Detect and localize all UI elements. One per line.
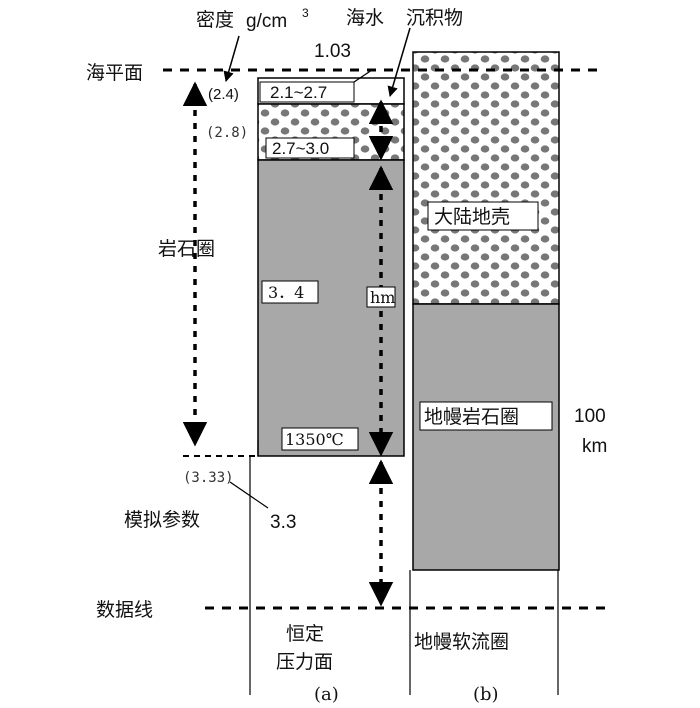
constant-pressure-label-1: 恒定 bbox=[286, 623, 324, 645]
lithosphere-label: 岩石圈 bbox=[158, 238, 215, 260]
sediment-label: 沉积物 bbox=[406, 7, 463, 29]
sim-value-label: 3.3 bbox=[270, 512, 296, 533]
top-density-label: (2.4) bbox=[208, 86, 239, 103]
sim-params-label: 模拟参数 bbox=[124, 509, 200, 531]
density-unit-sup: 3 bbox=[302, 6, 309, 20]
constant-pressure-label-2: 压力面 bbox=[276, 651, 333, 673]
sediment-range-box bbox=[259, 81, 355, 103]
density-unit: g/cm bbox=[246, 11, 287, 32]
mantle-lithosphere-block bbox=[412, 303, 560, 571]
sim-leader bbox=[229, 481, 269, 509]
density-label: 密度 bbox=[196, 9, 234, 31]
mantle-lithosphere-box bbox=[419, 401, 553, 431]
continental-crust-label: 大陆地壳 bbox=[434, 206, 510, 228]
continental-crust-box bbox=[427, 201, 539, 231]
mantle-density-box bbox=[261, 280, 319, 304]
sediment-range-label: 2.1~2.7 bbox=[270, 83, 327, 102]
mantle-lithosphere-label: 地幔岩石圈 bbox=[424, 406, 519, 428]
crust-range-box bbox=[265, 137, 355, 159]
seawater-density: 1.03 bbox=[314, 41, 351, 62]
mantle-density-label: 3．4 bbox=[268, 283, 304, 302]
base-density-paren: (3.33) bbox=[183, 470, 234, 486]
thickness-value: 100 bbox=[574, 406, 606, 427]
continental-crust-block bbox=[412, 51, 560, 305]
seawater-leader bbox=[353, 69, 373, 83]
asthenosphere-label: 地幔软流圈 bbox=[414, 631, 509, 653]
seawater-label: 海水 bbox=[346, 7, 384, 29]
hm-box bbox=[366, 286, 396, 308]
temperature-label: 1350℃ bbox=[285, 430, 344, 449]
temperature-box bbox=[281, 427, 359, 451]
hm-label: hm bbox=[370, 288, 395, 307]
sea-level-label: 海平面 bbox=[86, 62, 143, 84]
mantle-lithosphere-column-a bbox=[257, 159, 405, 457]
density-leader bbox=[223, 35, 240, 83]
datum-line-label: 数据线 bbox=[96, 599, 153, 621]
sediment-leader bbox=[387, 27, 411, 98]
crust-range-label: 2.7~3.0 bbox=[272, 139, 329, 158]
caption-b: (b) bbox=[473, 684, 499, 705]
thickness-unit: km bbox=[582, 436, 607, 457]
crust-density-paren: (2.8) bbox=[206, 125, 248, 141]
caption-a: (a) bbox=[314, 684, 339, 705]
